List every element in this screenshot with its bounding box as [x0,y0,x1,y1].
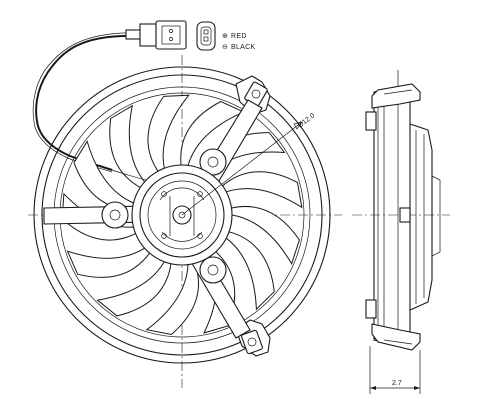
fan-blade [225,231,275,311]
fan-blade [96,261,172,317]
wire-legend: ⊕ RED ⊖ BLACK [222,33,255,51]
diameter-label: Ø12.0 [297,112,316,129]
wire-connector [125,20,187,50]
fan-blade [221,171,303,209]
legend-black-symbol: ⊖ [222,44,228,51]
legend-red-label: RED [231,33,247,40]
fan-blade [109,104,146,189]
legend-red-symbol: ⊕ [222,33,228,40]
top-mount-tab [235,75,271,115]
connector-face-icon [196,21,216,51]
side-extension-lines: 2.7 [369,70,421,394]
fan-blades [61,94,303,336]
depth-label: 2.7 [392,380,402,387]
fan-blade [180,100,245,166]
legend-black-label: BLACK [231,44,255,51]
fan-blade [147,94,190,172]
side-view [365,83,441,351]
strut-bosses [101,148,227,284]
fan-blade [145,262,199,336]
fan-blade [66,247,151,278]
fan-blade [230,205,300,266]
